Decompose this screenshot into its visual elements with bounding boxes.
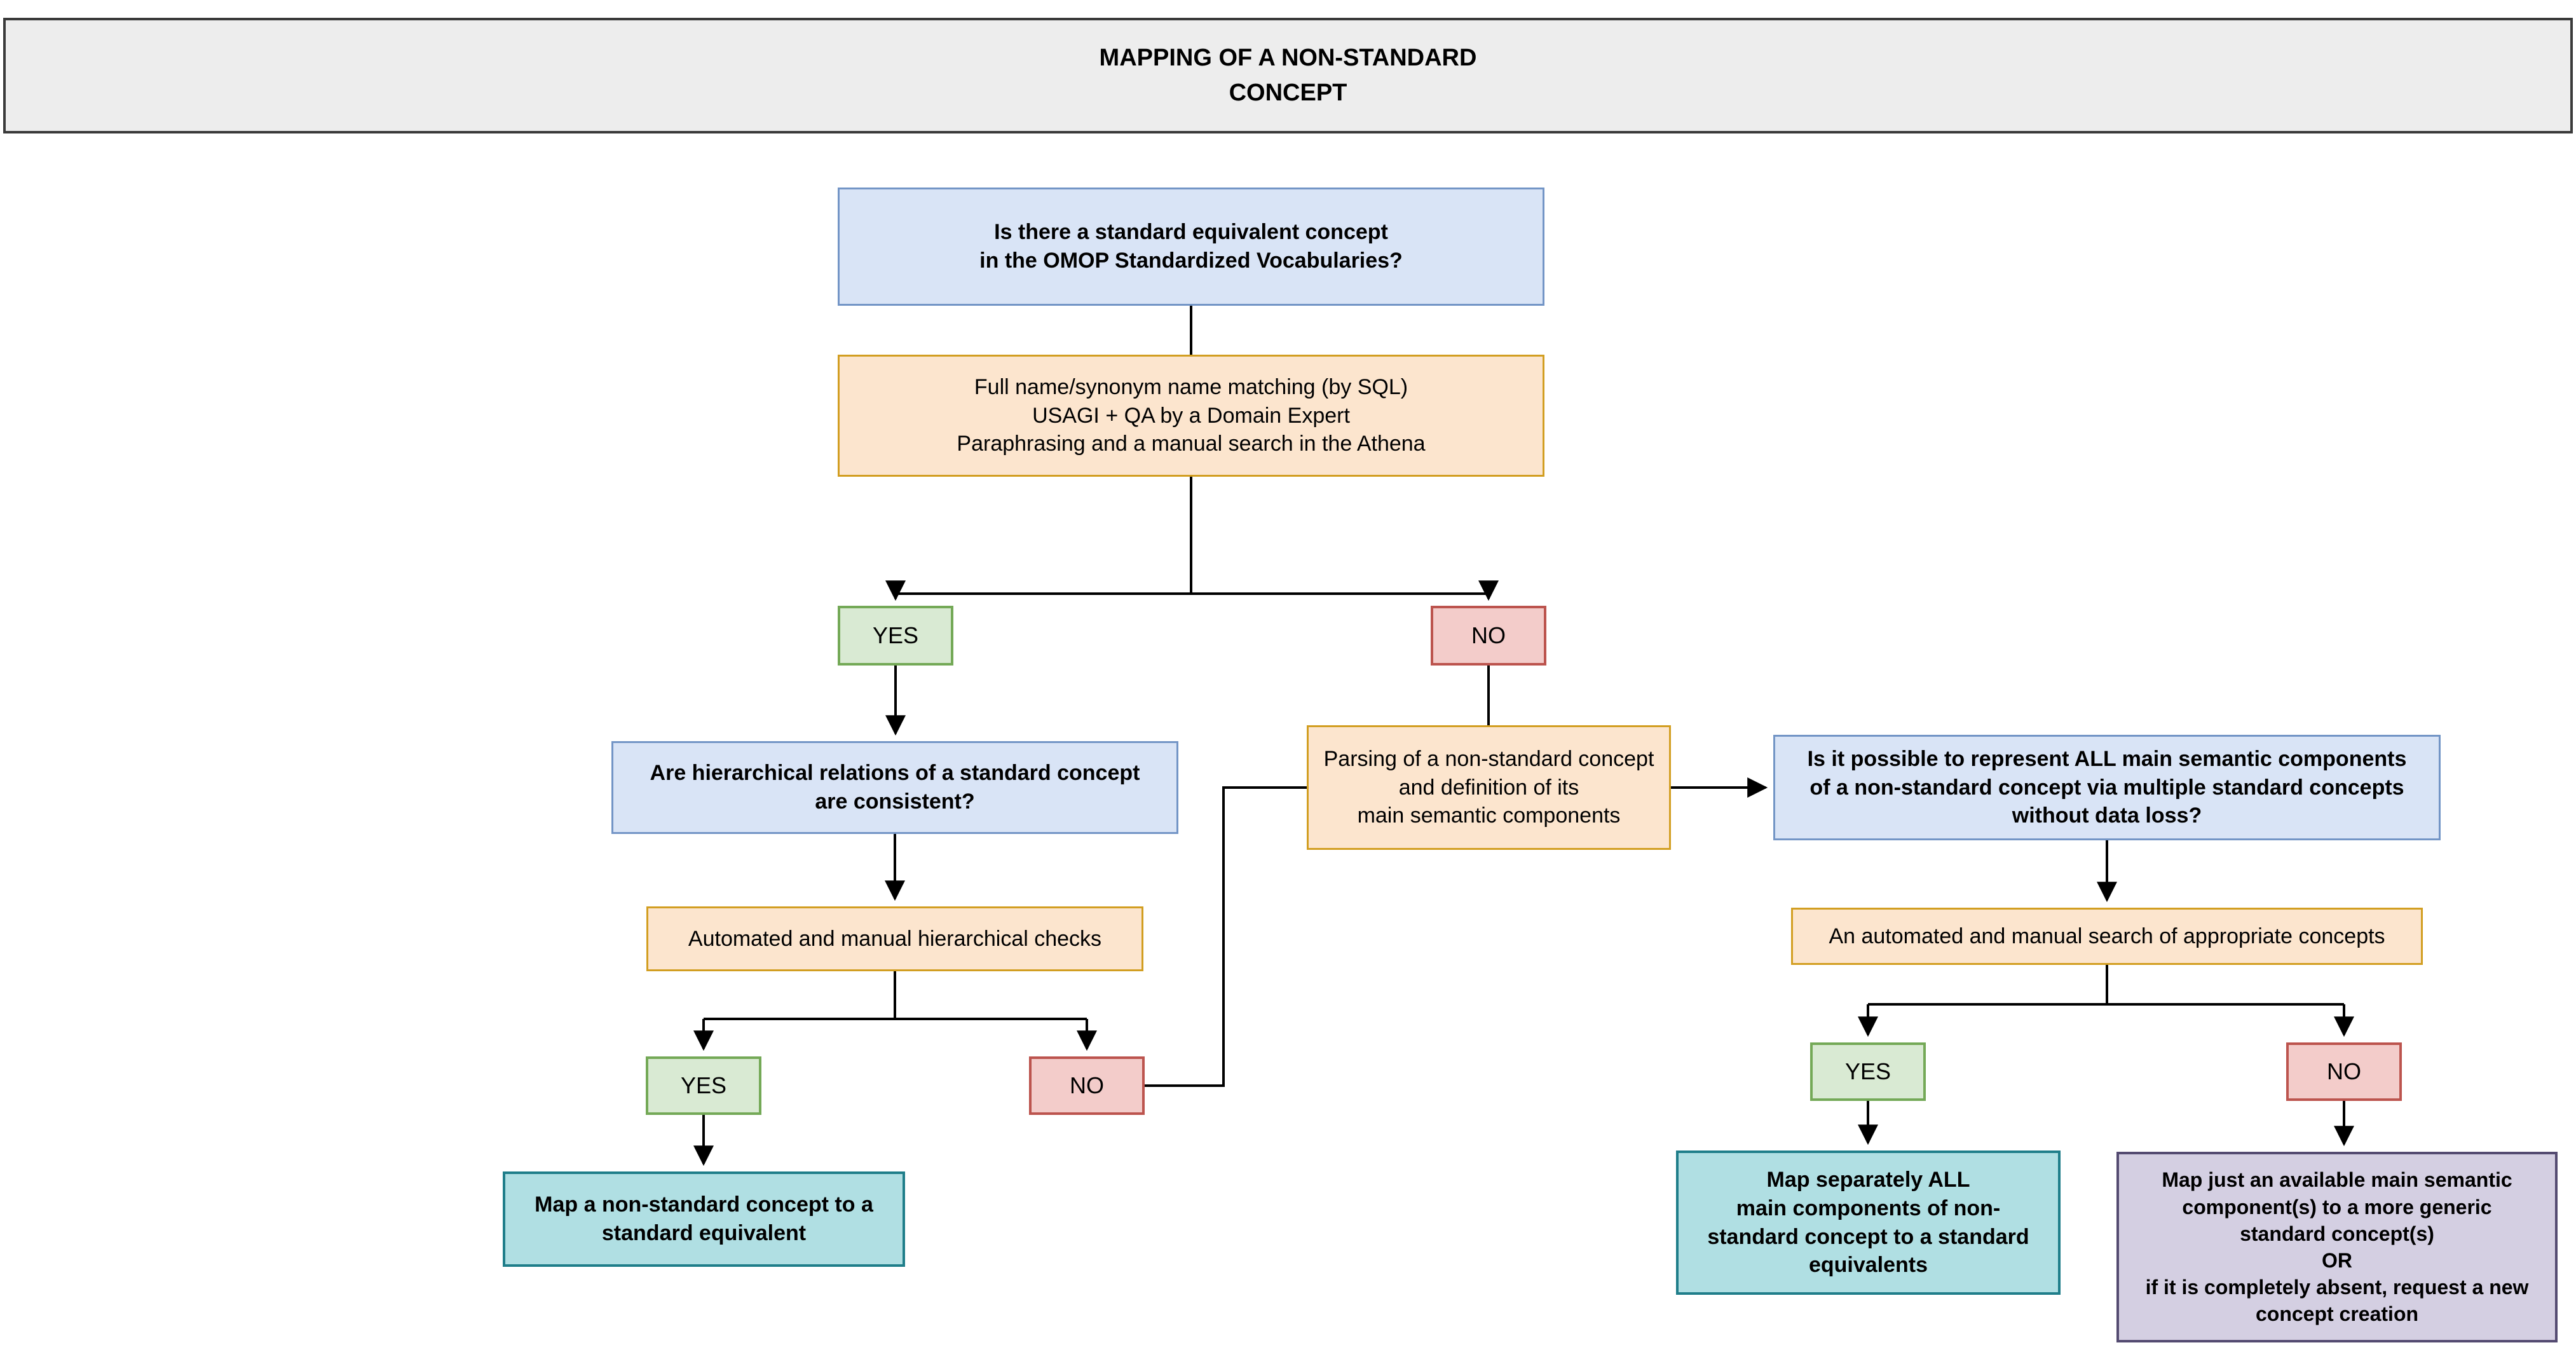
branch-yes-3: YES (1810, 1042, 1926, 1101)
branch-no-3: NO (2286, 1042, 2402, 1101)
branch-no-1: NO (1431, 606, 1546, 666)
question-standard-equivalent-exists: Is there a standard equivalent concept i… (838, 188, 1544, 306)
result-map-to-standard-equivalent: Map a non-standard concept to a standard… (503, 1171, 905, 1267)
result-map-all-components-separately: Map separately ALL main components of no… (1676, 1151, 2061, 1295)
result-map-generic-or-request-new-concept: Map just an available main semantic comp… (2116, 1152, 2558, 1342)
diagram-title: MAPPING OF A NON-STANDARD CONCEPT (3, 18, 2573, 133)
branch-yes-2: YES (646, 1056, 761, 1115)
process-name-matching: Full name/synonym name matching (by SQL)… (838, 355, 1544, 477)
branch-yes-1: YES (838, 606, 953, 666)
process-search-appropriate-concepts: An automated and manual search of approp… (1791, 908, 2423, 965)
process-hierarchical-checks: Automated and manual hierarchical checks (646, 906, 1143, 971)
branch-no-2: NO (1029, 1056, 1145, 1115)
process-parsing-semantic-components: Parsing of a non-standard concept and de… (1307, 725, 1671, 850)
question-hierarchical-relations-consistent: Are hierarchical relations of a standard… (611, 741, 1178, 834)
question-represent-all-components: Is it possible to represent ALL main sem… (1773, 735, 2441, 840)
